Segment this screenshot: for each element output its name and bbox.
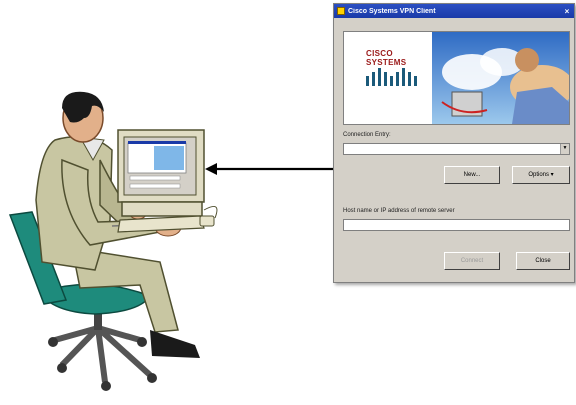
banner-art-icon: [432, 32, 569, 124]
connection-entry-select[interactable]: ▼: [343, 143, 570, 155]
app-icon: [337, 7, 345, 15]
cisco-logo: CISCO SYSTEMS: [344, 32, 434, 124]
host-label: Host name or IP address of remote server: [343, 208, 455, 214]
banner: CISCO SYSTEMS: [343, 31, 570, 125]
close-button[interactable]: Close: [516, 252, 570, 270]
window-title: Cisco Systems VPN Client: [348, 8, 563, 15]
new-button[interactable]: New...: [444, 166, 500, 184]
connection-entry-label: Connection Entry:: [343, 132, 391, 138]
vpn-client-window: Cisco Systems VPN Client × CISCO SYSTEMS: [333, 3, 575, 283]
host-input[interactable]: [343, 219, 570, 231]
close-icon[interactable]: ×: [563, 7, 571, 16]
titlebar: Cisco Systems VPN Client ×: [334, 4, 574, 18]
arrow-left-icon: [205, 163, 333, 175]
chevron-down-icon[interactable]: ▼: [560, 144, 569, 154]
computer-icon: [112, 130, 217, 232]
options-button[interactable]: Options ▾: [512, 166, 570, 184]
connect-button[interactable]: Connect: [444, 252, 500, 270]
bridge-logo-icon: [364, 64, 424, 88]
